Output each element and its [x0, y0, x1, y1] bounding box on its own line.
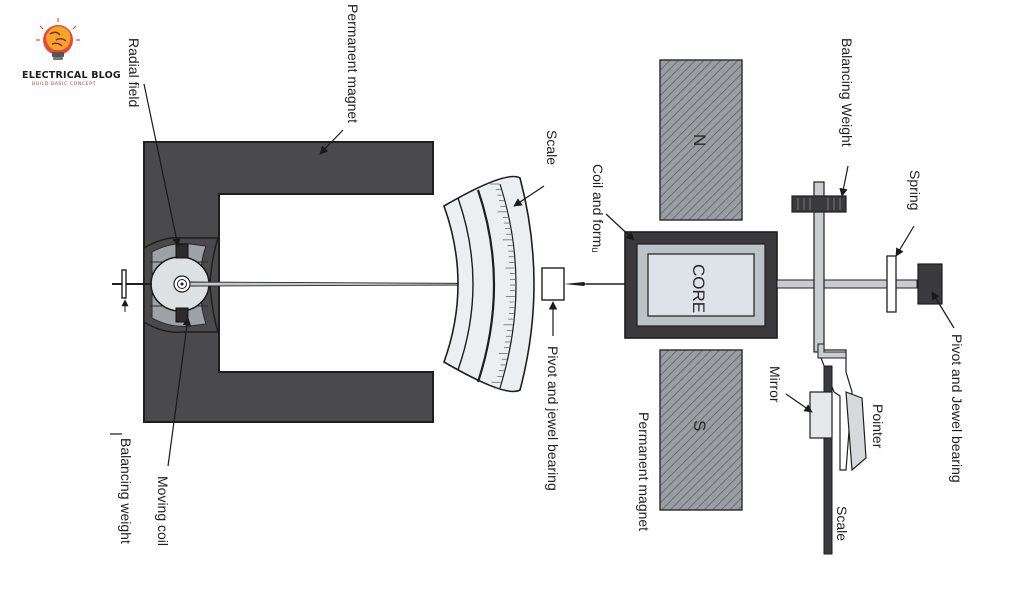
label-pointer: Pointer [870, 404, 886, 449]
moving-coil-rotor [150, 243, 210, 323]
leader-lines [110, 83, 955, 467]
pivot-jewel-bearing-right [917, 263, 943, 305]
label-scale-left: Scale [544, 130, 560, 165]
lightbulb-brain-icon [36, 18, 80, 60]
label-pivot-jewel-bearing-left: Pivot and jewel bearing [545, 346, 561, 491]
logo: ELECTRICAL BLOG BUILD BASIC CONCEPT [22, 18, 121, 87]
pole-n [659, 59, 743, 221]
scale-arc-left [443, 175, 535, 393]
label-core: CORE [689, 264, 708, 313]
label-radial-field: Radial field [126, 38, 142, 107]
label-permanent-magnet-top: Permanent magnet [345, 4, 361, 123]
label-moving-coil: Moving coil [155, 476, 171, 546]
balancing-weight-left [112, 269, 152, 312]
label-scale-right: Scale [834, 506, 850, 541]
shaft [586, 279, 918, 289]
coil-and-former [624, 231, 778, 339]
label-mirror: Mirror [767, 366, 783, 403]
labels: Permanent magnet Radial field Scale Coil… [118, 4, 965, 546]
pointer-right [817, 343, 867, 472]
label-pole-n: N [690, 134, 709, 146]
spring [886, 255, 897, 313]
label-balancing-weight-left: Balancing weight [118, 438, 134, 544]
mirror-scale-right [809, 365, 833, 555]
label-pole-s: S [690, 420, 709, 431]
permanent-magnet-left [143, 141, 434, 423]
label-pivot-jewel-bearing-right: Pivot and Jewel bearing [949, 334, 965, 483]
pivot-jewel-bearing-left [541, 267, 586, 301]
label-permanent-magnet-bottom: Permanent magnet [636, 412, 652, 531]
label-coil-and-former: Coil and formᵤ [590, 164, 606, 253]
pointer-needle-left [189, 281, 495, 287]
logo-title: ELECTRICAL BLOG [22, 70, 121, 81]
balancing-weight-right [791, 181, 847, 353]
label-spring: Spring [907, 170, 923, 210]
pole-s [659, 349, 743, 511]
label-balancing-weight-right: Balancing Weight [839, 38, 855, 147]
logo-subtitle: BUILD BASIC CONCEPT [32, 81, 96, 87]
